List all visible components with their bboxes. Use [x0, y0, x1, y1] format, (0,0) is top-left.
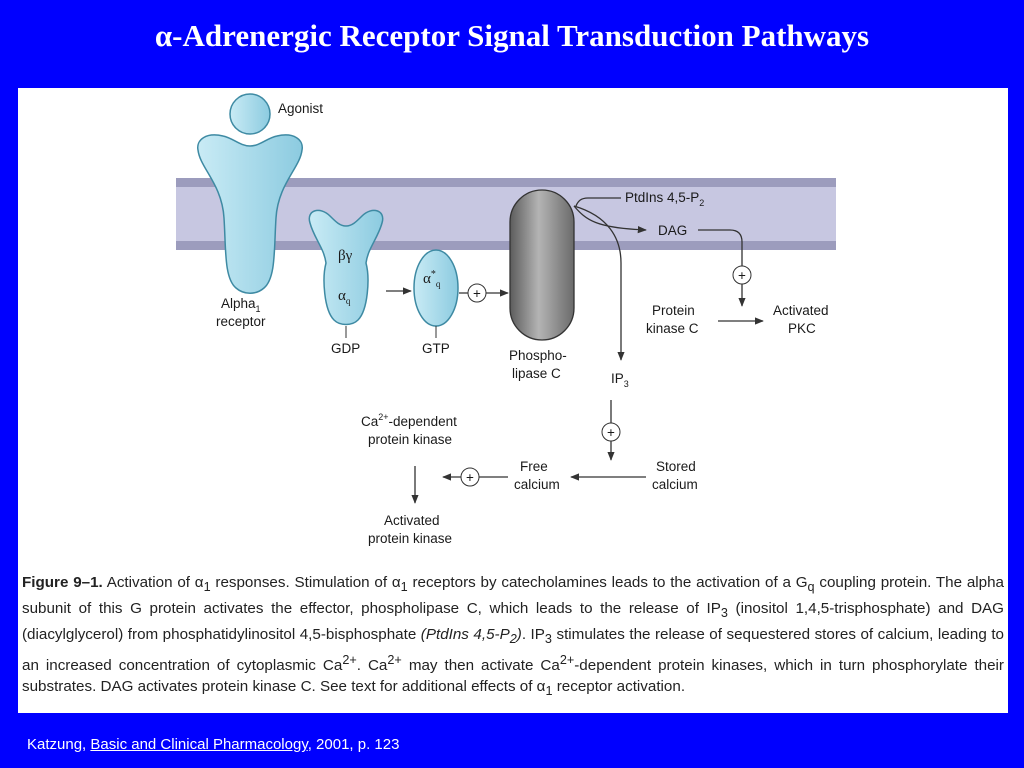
label-free-calcium-line1: Free — [520, 459, 548, 474]
label-protein-kinase-c-line2: kinase C — [646, 321, 699, 336]
plus-sign-ip3 — [601, 422, 621, 442]
figure-panel: Agonist Alpha1 receptor βγ αq GDP α*q GT… — [18, 88, 1008, 713]
plus-glyph-dag: + — [738, 268, 746, 283]
label-ptdins: PtdIns 4,5-P2 — [625, 190, 704, 208]
arrow-dag-to-pkc — [698, 229, 746, 307]
g-protein-heterotrimer — [308, 209, 384, 326]
label-activated-kinase-line1: Activated — [384, 513, 440, 528]
plus-sign-g-to-plc — [467, 283, 487, 303]
citation-book-link[interactable]: Basic and Clinical Pharmacology — [90, 736, 308, 753]
label-stored-calcium-line2: calcium — [652, 477, 698, 492]
label-ca-kinase-line2: protein kinase — [368, 432, 452, 447]
plus-glyph-ip3: + — [607, 425, 615, 440]
label-agonist: Agonist — [278, 101, 323, 116]
label-phospholipase-line2: lipase C — [512, 366, 561, 381]
label-activated-pkc-line1: Activated — [773, 303, 829, 318]
label-beta-gamma: βγ — [338, 248, 353, 264]
label-alpha1-receptor-line1: Alpha1 — [221, 296, 261, 314]
arrow-to-dag — [573, 205, 647, 234]
label-activated-kinase-line2: protein kinase — [368, 531, 452, 546]
phospholipase-c — [509, 189, 575, 341]
label-gtp: GTP — [422, 341, 450, 356]
label-dag: DAG — [658, 223, 687, 238]
cell-membrane — [176, 178, 836, 250]
label-phospholipase-line1: Phospho- — [509, 348, 567, 363]
label-alpha1-receptor-line2: receptor — [216, 314, 266, 329]
caption-figure-label: Figure 9–1. — [22, 574, 103, 591]
citation-details: , 2001, p. 123 — [307, 736, 400, 753]
label-protein-kinase-c-line1: Protein — [652, 303, 695, 318]
plus-sign-dag — [732, 265, 752, 285]
plus-sign-calcium — [460, 467, 480, 487]
slide-title: α-Adrenergic Receptor Signal Transductio… — [154, 18, 870, 53]
figure-caption: Figure 9–1. Activation of α1 responses. … — [22, 574, 1004, 699]
agonist-molecule — [229, 93, 271, 135]
label-gdp: GDP — [331, 341, 360, 356]
signal-pathway-diagram: Agonist Alpha1 receptor βγ αq GDP α*q GT… — [176, 93, 836, 546]
alpha1-receptor — [197, 134, 303, 294]
label-ca-kinase-line1: Ca2+-dependent — [361, 412, 457, 429]
plus-glyph-g-to-plc: + — [473, 286, 481, 301]
label-ip3: IP3 — [611, 371, 629, 389]
label-alpha-q: αq — [338, 288, 351, 306]
arrow-ptdins-substrate — [575, 197, 621, 207]
label-alpha-star-q: α*q — [423, 269, 441, 289]
citation: Katzung, Basic and Clinical Pharmacology… — [27, 736, 399, 753]
label-free-calcium-line2: calcium — [514, 477, 560, 492]
plus-glyph-calcium: + — [466, 470, 474, 485]
arrow-to-ip3 — [573, 205, 625, 361]
label-stored-calcium-line1: Stored — [656, 459, 696, 474]
label-activated-pkc-line2: PKC — [788, 321, 816, 336]
citation-author: Katzung, — [27, 736, 91, 753]
